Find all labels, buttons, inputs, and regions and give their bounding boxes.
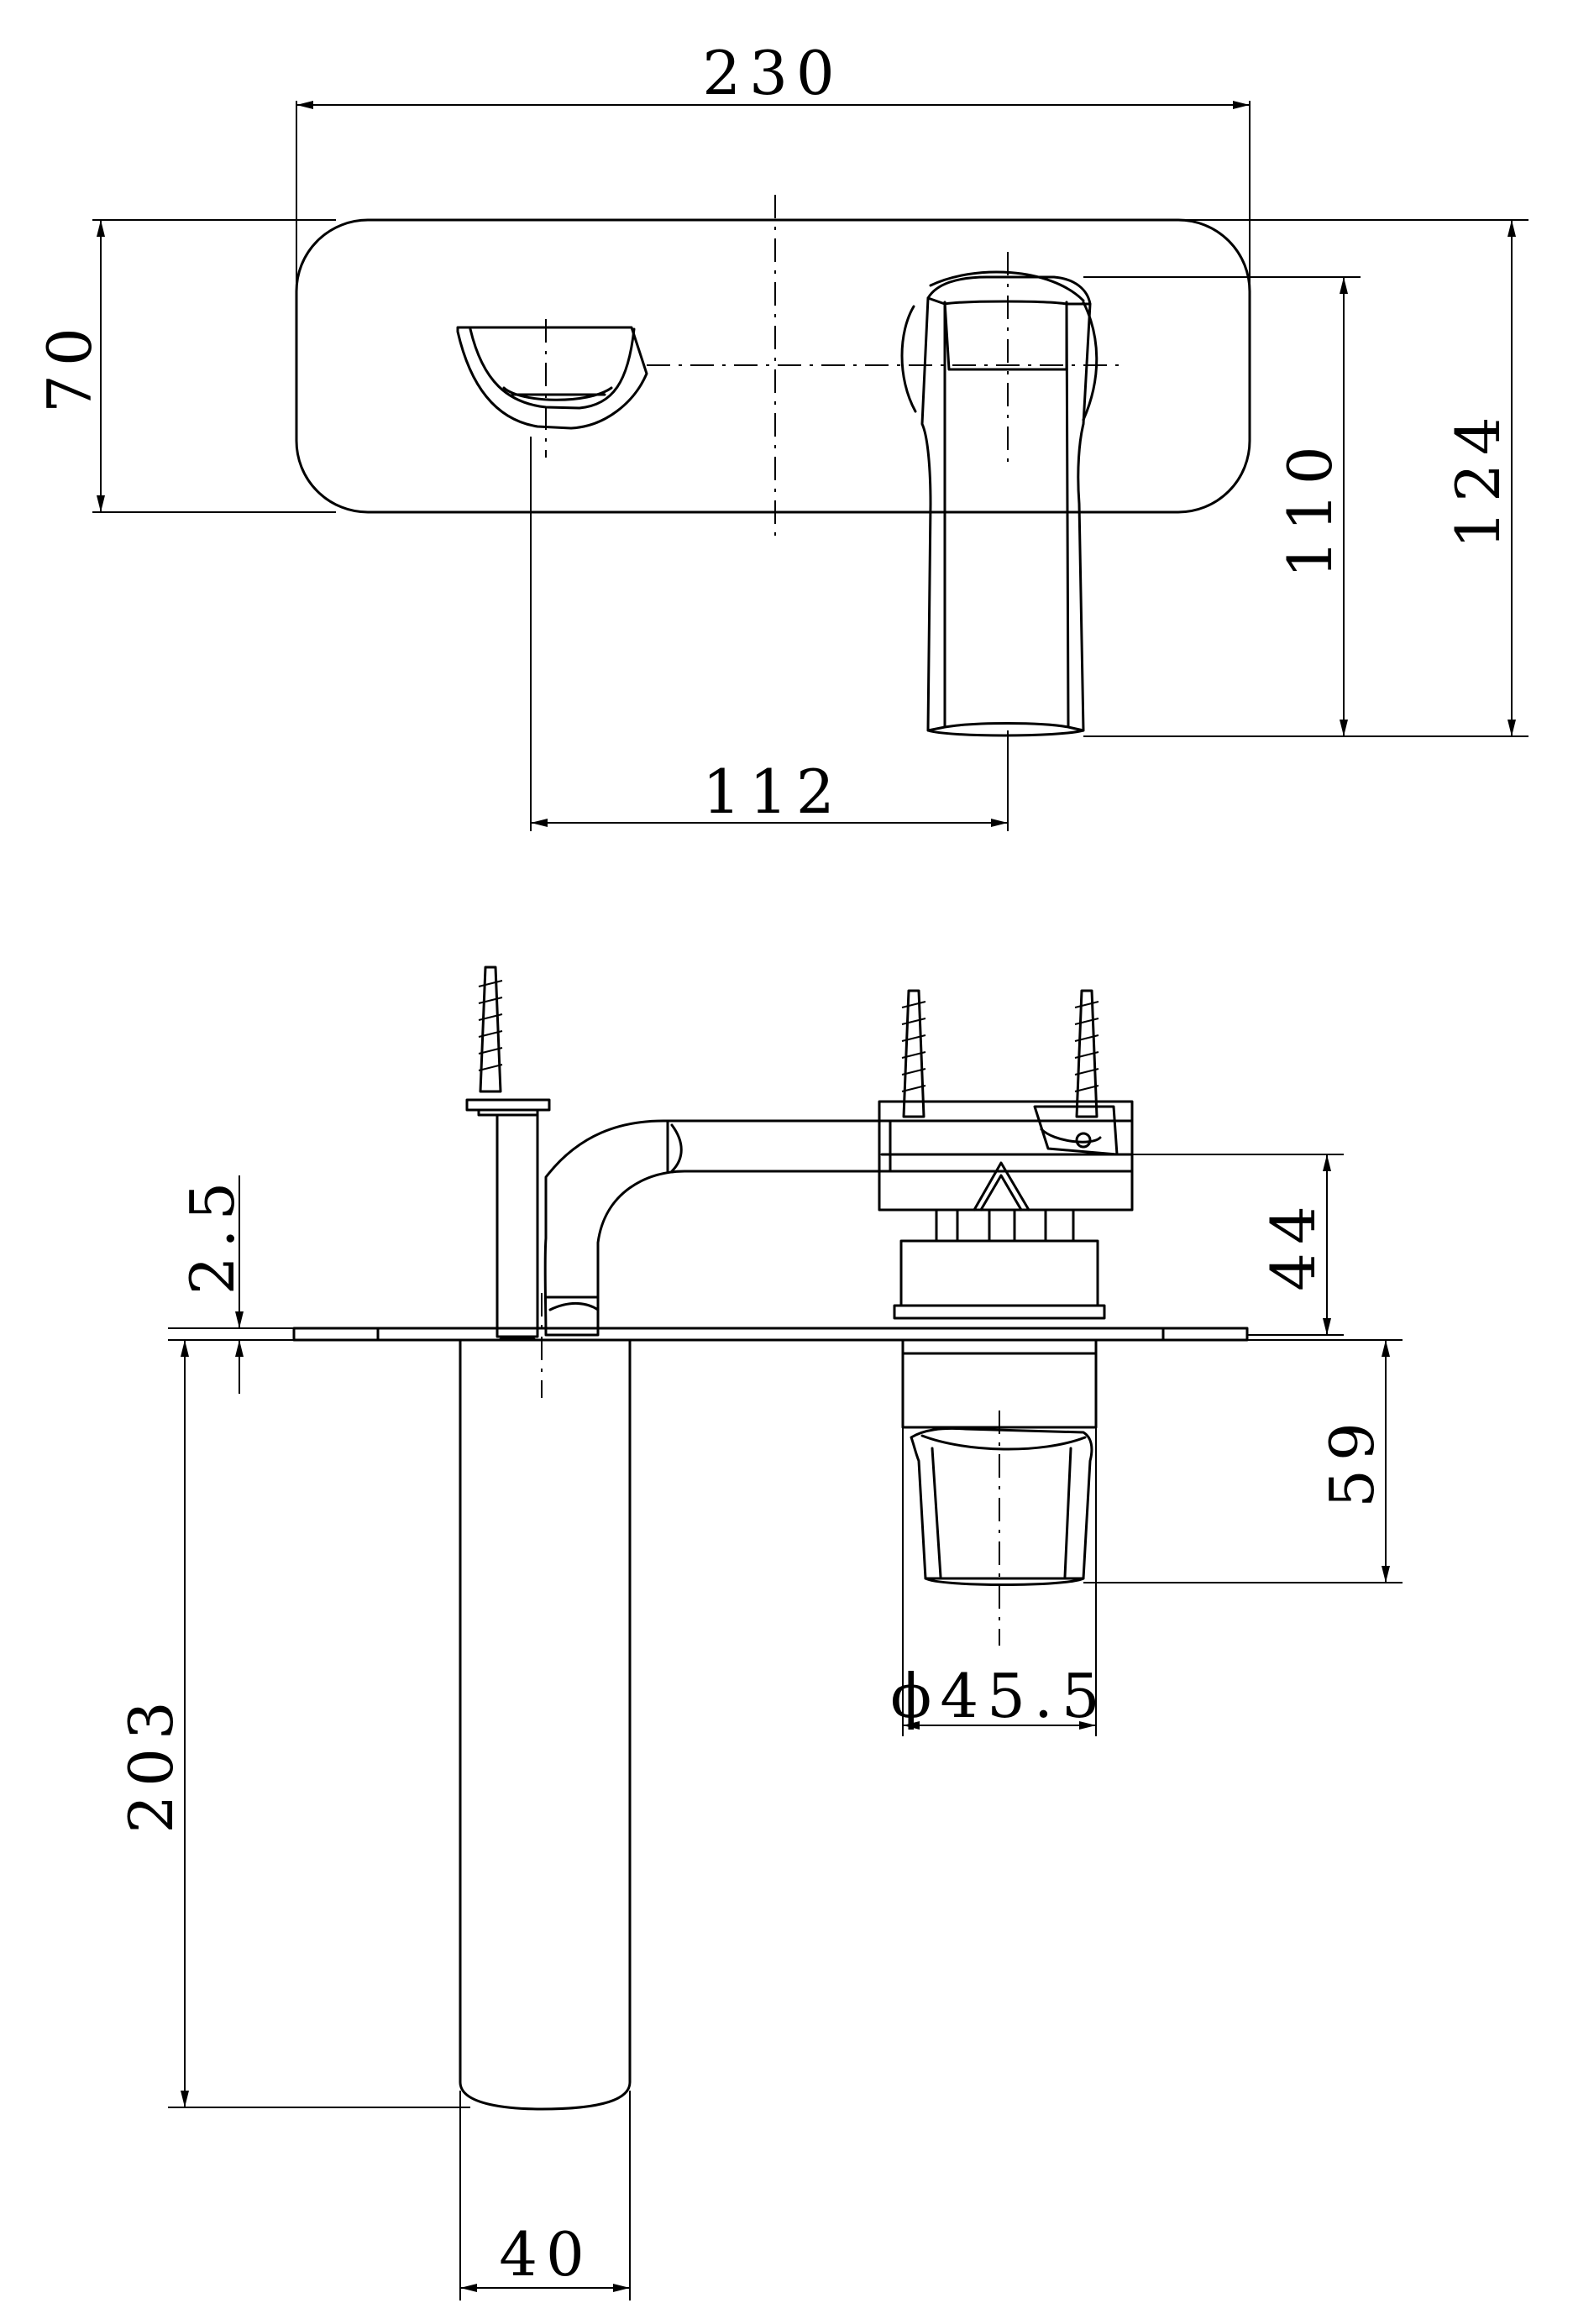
elbow-pipe: [543, 1119, 892, 1337]
dim-59-label: 59: [1317, 1414, 1387, 1508]
cover-plate: [295, 218, 1251, 514]
side-view: 2.5 44 59 203 ϕ45.5 40: [116, 966, 1403, 2300]
dim-2-5-label: 2.5: [177, 1174, 248, 1295]
spout: [459, 1338, 632, 2111]
dim-203-label: 203: [116, 1693, 186, 1833]
dim-112-label: 112: [702, 756, 842, 827]
mixer-handle: [900, 270, 1098, 737]
screw-right: [1074, 989, 1099, 1118]
dim-110-label: 110: [1275, 437, 1345, 578]
screw-left: [465, 966, 551, 1117]
dim-45-5-label: ϕ45.5: [890, 1661, 1108, 1731]
front-view: 230 70 124 110 112: [34, 38, 1528, 831]
dim-40-label: 40: [499, 2219, 593, 2290]
dim-70-label: 70: [34, 319, 105, 413]
wall-plate: [292, 1327, 1249, 1342]
dim-124-label: 124: [1443, 408, 1513, 548]
cartridge-body: [878, 1100, 1134, 1320]
dim-230-label: 230: [702, 38, 842, 108]
dim-44-label: 44: [1258, 1197, 1329, 1291]
screw-mid: [901, 989, 926, 1118]
spout-outlet: [456, 326, 648, 430]
